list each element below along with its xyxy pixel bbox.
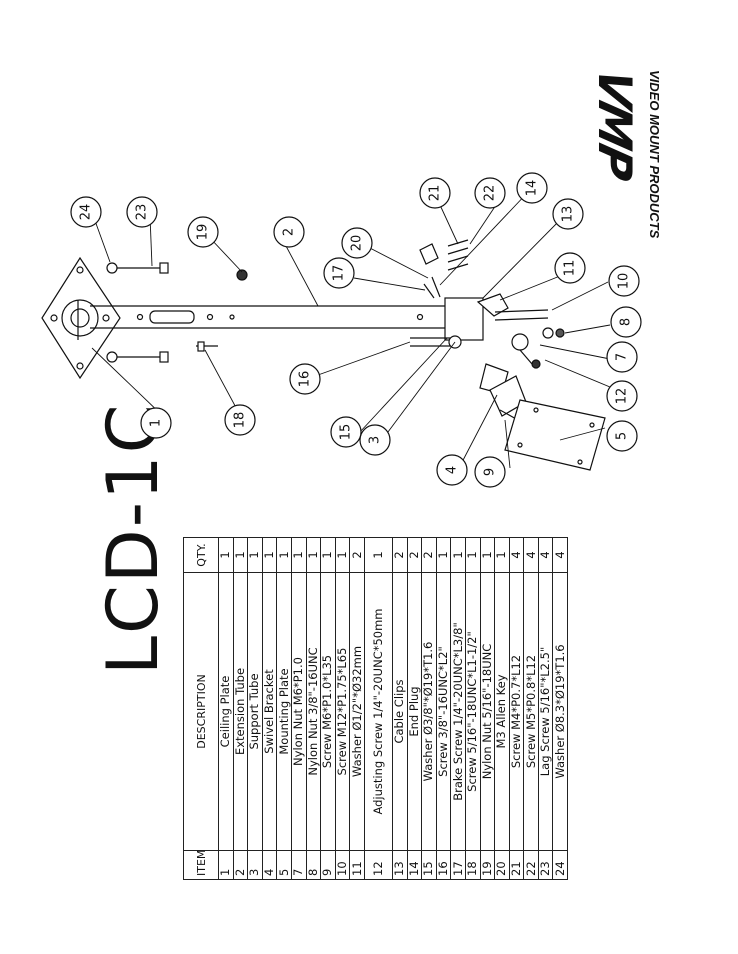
swivel-bracket [410, 243, 565, 421]
balloon-circle [610, 306, 642, 338]
balloon-11: 11 [554, 252, 586, 284]
balloon-circle [436, 454, 468, 486]
balloon-2: 2 [273, 216, 305, 248]
balloon-7: 7 [606, 341, 638, 373]
balloon-label: 5 [615, 432, 630, 440]
extension-tube [90, 305, 455, 329]
balloon-label: 20 [350, 235, 365, 252]
balloon-circle [608, 265, 640, 297]
leader-lines [91, 189, 623, 469]
balloon-label: 4 [445, 466, 460, 474]
balloon-circle [606, 380, 638, 412]
balloon-20: 20 [341, 227, 373, 259]
balloon-circle [474, 177, 506, 209]
balloon-label: 1 [149, 419, 164, 427]
balloon-3: 3 [359, 424, 391, 456]
balloon-label: 3 [368, 436, 383, 444]
balloon-label: 24 [79, 204, 94, 221]
balloon-label: 14 [525, 180, 540, 197]
balloon-13: 13 [552, 198, 584, 230]
balloon-1: 1 [140, 407, 172, 439]
balloon-circle [419, 177, 451, 209]
balloon-circle [323, 257, 355, 289]
balloon-9: 9 [474, 456, 506, 488]
balloon-8: 8 [610, 306, 642, 338]
balloon-label: 21 [428, 185, 443, 202]
balloon-circle [224, 404, 256, 436]
balloon-4: 4 [436, 454, 468, 486]
balloon-circle [273, 216, 305, 248]
balloon-circle [330, 416, 362, 448]
balloon-label: 23 [135, 204, 150, 221]
balloon-17: 17 [323, 257, 355, 289]
balloon-circle [187, 216, 219, 248]
balloon-circle [126, 196, 158, 228]
balloon-21: 21 [419, 177, 451, 209]
balloon-circle [554, 252, 586, 284]
balloon-circle [606, 420, 638, 452]
balloon-16: 16 [289, 363, 321, 395]
balloon-22: 22 [474, 177, 506, 209]
balloon-circle [516, 172, 548, 204]
balloon-label: 16 [298, 371, 313, 388]
balloon-circle [606, 341, 638, 373]
balloon-label: 15 [339, 424, 354, 441]
balloon-circle [552, 198, 584, 230]
balloon-5: 5 [606, 420, 638, 452]
balloon-label: 17 [332, 265, 347, 282]
balloon-label: 11 [563, 260, 578, 277]
balloon-12: 12 [606, 380, 638, 412]
balloon-label: 10 [617, 273, 632, 290]
balloon-circle [474, 456, 506, 488]
balloon-label: 19 [196, 224, 211, 241]
balloon-circle [140, 407, 172, 439]
balloon-label: 12 [615, 388, 630, 405]
balloon-18: 18 [224, 404, 256, 436]
ceiling-plate [41, 256, 121, 380]
balloon-label: 8 [619, 318, 634, 326]
balloon-label: 22 [483, 185, 498, 202]
balloon-circle [289, 363, 321, 395]
mounting-plate [504, 399, 606, 471]
lag-screws [106, 262, 248, 363]
balloon-circle [341, 227, 373, 259]
balloon-circle [359, 424, 391, 456]
balloon-label: 7 [615, 353, 630, 361]
balloon-10: 10 [608, 265, 640, 297]
balloon-label: 18 [233, 412, 248, 429]
balloon-circle [70, 196, 102, 228]
balloon-14: 14 [516, 172, 548, 204]
balloon-19: 19 [187, 216, 219, 248]
balloon-24: 24 [70, 196, 102, 228]
balloon-label: 13 [561, 206, 576, 223]
balloon-label: 9 [483, 468, 498, 476]
balloon-23: 23 [126, 196, 158, 228]
balloon-15: 15 [330, 416, 362, 448]
balloon-label: 2 [282, 228, 297, 236]
